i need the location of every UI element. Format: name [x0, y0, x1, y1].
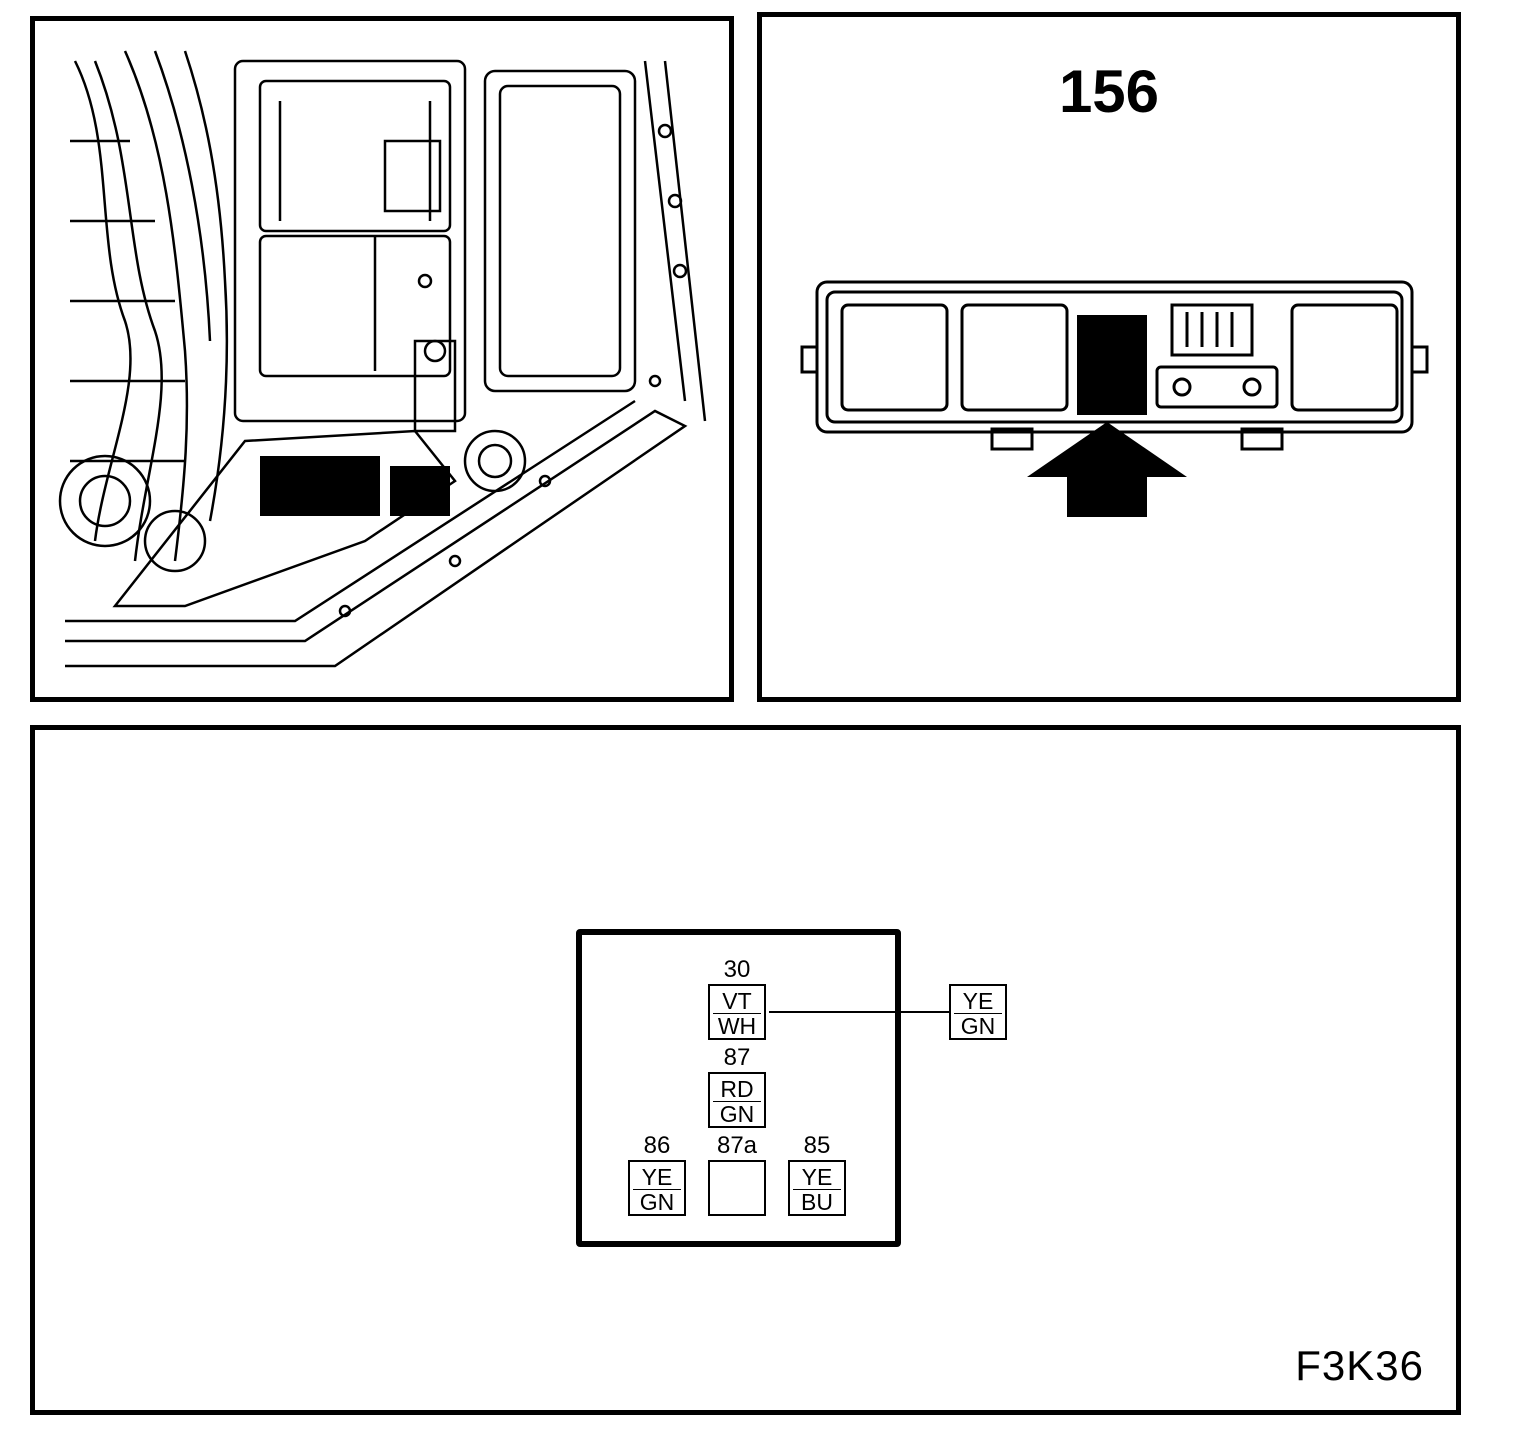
- arrow-up-icon: [1027, 422, 1187, 517]
- highlighted-relay-location: [260, 456, 380, 516]
- highlighted-relay: [1077, 315, 1147, 415]
- wire-color-cell-empty: [708, 1160, 766, 1216]
- pin-number: 86: [643, 1132, 671, 1159]
- pin-87a: 87a: [707, 1134, 767, 1216]
- figure-code: F3K36: [1295, 1342, 1424, 1389]
- relay-connector-diagram: [576, 929, 901, 1247]
- pin-number: 85: [803, 1132, 831, 1159]
- relay-box-locator-panel: 156: [757, 12, 1461, 702]
- relay-box-drawing: [800, 280, 1429, 517]
- pin-number: 30: [723, 956, 751, 983]
- pin-number: 87: [723, 1044, 751, 1071]
- pin-number: 87a: [716, 1132, 758, 1159]
- wire-connection: [769, 1011, 949, 1013]
- component-number: 156: [1058, 58, 1160, 125]
- engine-bay-illustration-panel: [30, 16, 734, 702]
- engine-bay-drawing: [58, 50, 707, 668]
